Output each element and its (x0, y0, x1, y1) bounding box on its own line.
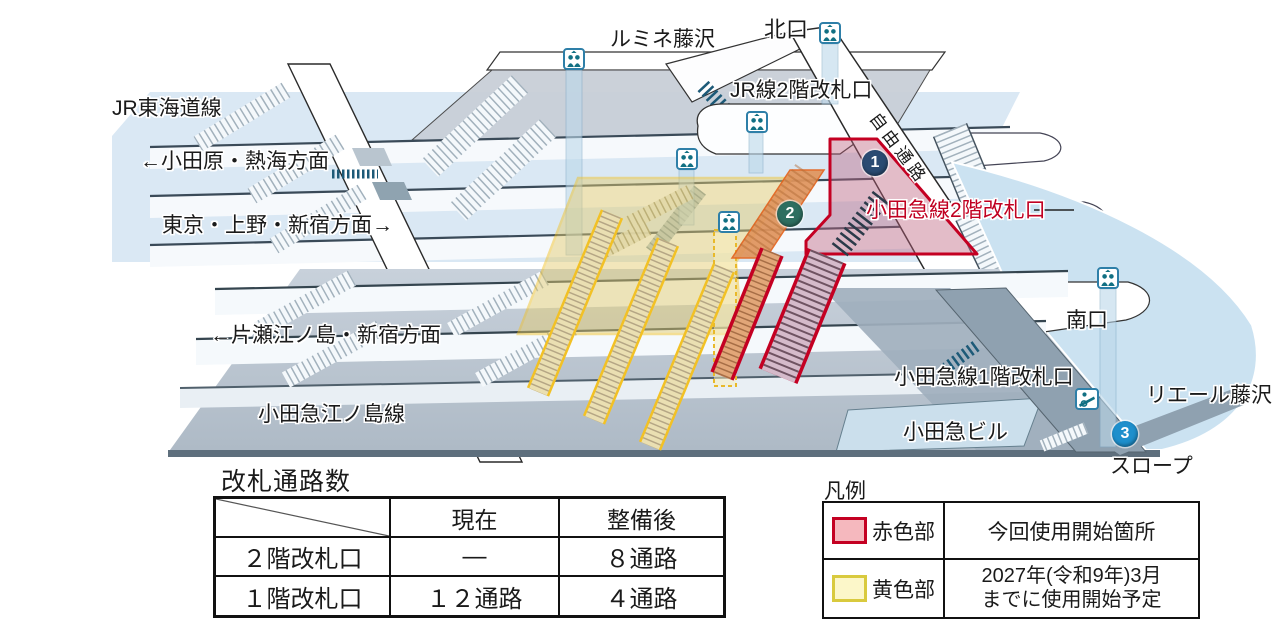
elevator-shafts (565, 43, 1117, 448)
label-odakyu-1f-gate: 小田急線1階改札口 (894, 366, 1074, 389)
label-south-exit: 南口 (1066, 309, 1108, 332)
table-row-1f-label: １階改札口 (216, 577, 391, 615)
red-swatch (832, 517, 867, 544)
legend-red-desc: 今回使用開始箇所 (945, 503, 1198, 560)
badge-2: 2 (777, 201, 803, 227)
label-liere-fujisawa: リエール藤沢 (1146, 384, 1272, 407)
legend-red-cell: 赤色部 (824, 503, 945, 560)
slab-front-edge (168, 450, 1160, 457)
table-col-current: 現在 (391, 499, 560, 538)
table-row-1f-after: ４通路 (605, 585, 678, 613)
badge-1-number: 1 (870, 154, 880, 171)
elevator-icon (819, 22, 841, 44)
badge-1: 1 (862, 150, 888, 176)
legend-title: 凡例 (824, 480, 866, 503)
elevator-icon (718, 211, 740, 233)
gate-table-title: 改札通路数 (221, 468, 352, 496)
badge-3: 3 (1112, 421, 1138, 447)
teal-stairs-1f-gate (942, 341, 980, 373)
elevator-icon (676, 148, 698, 170)
legend-red-label: 赤色部 (872, 520, 935, 544)
label-odakyu-2f-gate: 小田急線2階改札口 (866, 199, 1046, 222)
label-odawara-atami: ←小田原・熱海方面 (140, 150, 329, 173)
gate-passage-table: 現在 整備後 ２階改札口 — ８通路 １階改札口 １２通路 ４通路 (213, 496, 726, 618)
label-north-exit: 北口 (764, 17, 809, 42)
jr-staircases (193, 75, 706, 257)
yellow-swatch (832, 575, 867, 602)
badge-2-number: 2 (785, 205, 795, 222)
red-staircase-band (758, 248, 847, 384)
red-zone-new-gate-area (710, 137, 979, 384)
liere-stairs (1039, 422, 1089, 452)
table-row-1f-current: １２通路 (391, 577, 560, 615)
label-slope: スロープ (1110, 455, 1193, 478)
wheelchair-slope-icon (1075, 388, 1099, 410)
table-row-2f-label: ２階改札口 (216, 538, 391, 577)
gate-grand-stairs (831, 190, 889, 258)
red-escalator-band (710, 247, 784, 381)
legend-box: 赤色部 今回使用開始箇所 黄色部 2027年(令和9年)3月 までに使用開始予定 (822, 501, 1200, 619)
odakyu-building-slab (835, 397, 1043, 453)
label-odakyu-building: 小田急ビル (903, 421, 1008, 444)
elevator-icon (1097, 267, 1119, 289)
table-col-after: 整備後 (560, 499, 723, 538)
label-tokyo-ueno-shinjuku: 東京・上野・新宿方面→ (162, 214, 393, 237)
elevator-icon (746, 111, 768, 133)
label-lumine-fujisawa: ルミネ藤沢 (610, 28, 715, 51)
table-row-2f-after: ８通路 (560, 538, 723, 577)
yellow-escalators (526, 209, 736, 451)
badge-3-number: 3 (1120, 425, 1130, 442)
label-jr-2f-gate: JR線2階改札口 (730, 79, 873, 102)
table-row-2f-current: — (391, 538, 560, 577)
legend-yellow-label: 黄色部 (872, 578, 935, 602)
label-jr-tokaido-line: JR東海道線 (112, 97, 222, 120)
legend-yellow-desc-line2: までに使用開始予定 (981, 588, 1162, 611)
elevator-icon (563, 48, 585, 70)
legend-yellow-desc: 2027年(令和9年)3月 までに使用開始予定 (945, 560, 1198, 617)
table-corner-cell (216, 499, 391, 538)
diagonal-divider (216, 499, 389, 536)
label-katase-enoshima: ←片瀬江ノ島・新宿方面 (210, 324, 441, 347)
label-odakyu-enoshima-line: 小田急江ノ島線 (258, 403, 405, 426)
legend-yellow-desc-line1: 2027年(令和9年)3月 (981, 564, 1162, 587)
legend-yellow-cell: 黄色部 (824, 560, 945, 617)
south-walkway (934, 287, 1148, 453)
